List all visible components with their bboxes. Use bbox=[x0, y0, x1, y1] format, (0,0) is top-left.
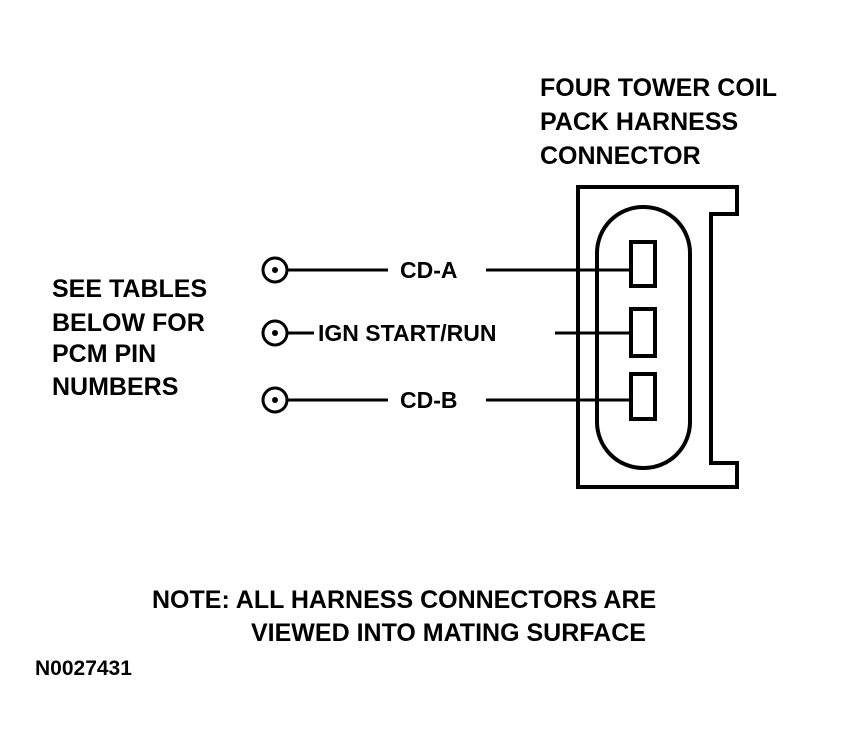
side-note-line-2: BELOW FOR bbox=[52, 309, 205, 337]
connector-body bbox=[576, 185, 739, 489]
terminal-dot-ign-start-run bbox=[272, 330, 278, 336]
terminal-cd-a bbox=[629, 240, 657, 288]
side-note-line-4: NUMBERS bbox=[52, 373, 178, 401]
connector-title-line-1: FOUR TOWER COIL bbox=[540, 74, 777, 102]
wire-cd-b: CD-B bbox=[261, 386, 631, 414]
wire-ign-start-run: IGN START/RUN bbox=[261, 319, 631, 347]
figure-id: N0027431 bbox=[35, 657, 132, 680]
connector-title-line-3: CONNECTOR bbox=[540, 142, 701, 170]
wire-label-ign-start-run: IGN START/RUN bbox=[318, 320, 496, 346]
side-note-line-1: SEE TABLES bbox=[52, 275, 207, 303]
side-note-line-3: PCM PIN bbox=[52, 340, 156, 368]
connector-mating-surface bbox=[595, 205, 692, 470]
connector-title-line-2: PACK HARNESS bbox=[540, 108, 738, 136]
note-line-1: NOTE: ALL HARNESS CONNECTORS ARE bbox=[152, 586, 656, 614]
connector-housing-outline bbox=[576, 185, 739, 489]
terminal-cd-b bbox=[629, 372, 657, 421]
terminal-dot-cd-b bbox=[272, 397, 278, 403]
wire-label-cd-b: CD-B bbox=[400, 387, 458, 413]
terminal-ign-start-run bbox=[629, 307, 657, 358]
terminal-dot-cd-a bbox=[272, 267, 278, 273]
wire-label-cd-a: CD-A bbox=[400, 257, 458, 283]
wire-cd-a: CD-A bbox=[261, 256, 631, 284]
note-line-2: VIEWED INTO MATING SURFACE bbox=[251, 619, 646, 647]
